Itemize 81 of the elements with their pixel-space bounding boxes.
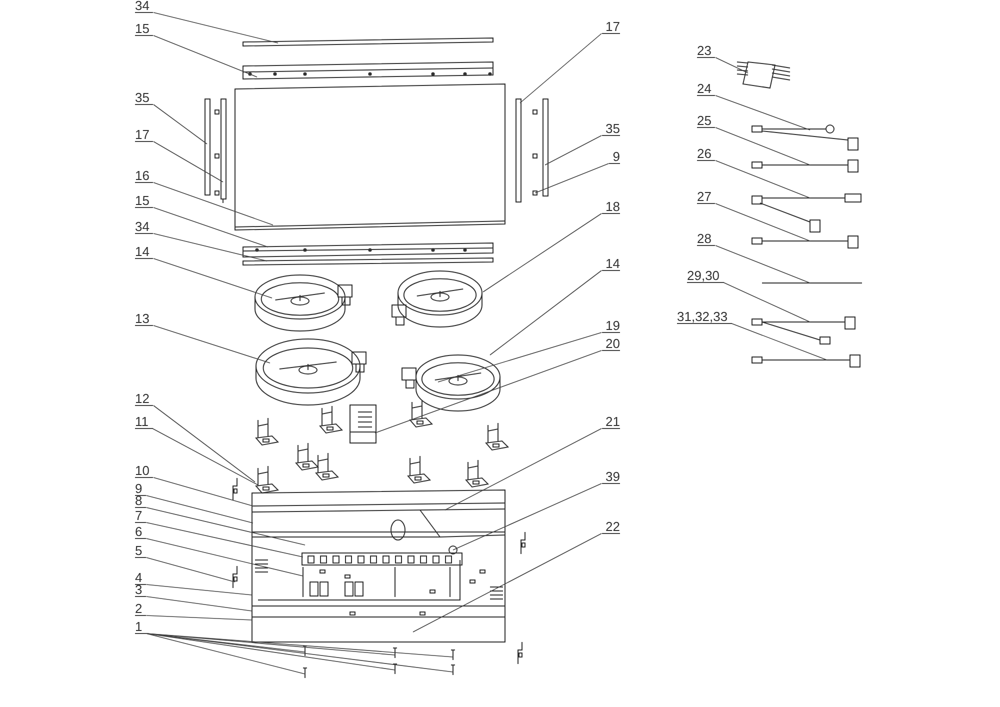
leader-line [444,428,602,510]
callout-number: 11 [135,416,152,429]
callout-number: 28 [697,233,716,246]
leader-line [153,182,274,226]
leader-line [146,615,252,620]
leader-line [715,245,810,284]
callout-number: 35 [602,123,620,136]
callout-number: 22 [602,521,620,534]
leader-line [715,160,810,198]
callout-number: 13 [135,313,154,326]
leader-line [146,633,454,658]
callout-number: 17 [135,129,154,142]
leader-line [153,233,268,262]
leader-line [438,332,602,382]
leader-line [146,538,304,576]
callout-number: 18 [602,201,620,214]
leader-line [715,95,810,130]
callout-number: 16 [135,170,154,183]
callout-number: 9 [135,483,146,496]
callout-number: 31,32,33 [677,311,732,324]
leader-line [723,282,810,322]
leader-line [715,203,810,242]
callout-number: 9 [608,151,620,164]
callout-number: 29,30 [687,270,724,283]
callout-number: 6 [135,526,146,539]
leader-line [153,12,278,44]
leader-line [520,33,602,104]
leader-line [544,135,602,166]
callout-number: 3 [135,584,146,597]
callout-number: 19 [602,320,620,333]
callout-number: 4 [135,572,146,585]
leader-line [715,127,810,166]
callout-number: 24 [697,83,716,96]
callout-number: 27 [697,191,716,204]
callout-number: 34 [135,0,154,13]
callout-number: 2 [135,603,146,616]
callout-number: 12 [135,393,154,406]
callout-number: 14 [602,258,620,271]
leader-line [146,495,254,524]
leader-line [146,633,306,674]
callout-number: 23 [697,45,716,58]
leader-line [153,207,268,248]
leader-line [152,428,258,486]
callout-number: 21 [602,416,620,429]
leader-line [146,584,252,596]
leader-line [146,633,454,672]
leader-line [146,633,396,670]
callout-number: 15 [135,23,154,36]
callout-number: 35 [135,92,154,105]
callout-number: 34 [135,221,154,234]
leader-line [153,477,254,506]
leader-line [146,522,304,558]
leader-line [146,596,252,612]
callout-number: 26 [697,148,716,161]
callout-number: 1 [135,621,146,634]
leader-line [731,323,828,360]
callout-number: 25 [697,115,716,128]
leader-line [153,258,272,298]
leader-line [146,557,236,582]
leader-line [412,533,602,632]
leader-line [534,163,610,194]
callout-number: 39 [602,471,620,484]
callout-number: 10 [135,465,154,478]
callout-number: 14 [135,246,154,259]
leader-line [153,104,208,144]
callout-number: 8 [135,495,146,508]
callout-number: 5 [135,545,146,558]
leader-line [482,213,602,292]
leader-line [374,350,602,434]
callout-number: 17 [602,21,620,34]
leader-line [153,35,258,78]
callout-number: 15 [135,195,154,208]
leader-line [153,141,224,182]
leader-line [153,325,270,364]
callout-number: 20 [602,338,620,351]
leader-line [490,270,602,356]
leader-line [146,507,306,546]
leader-line [452,483,602,550]
leader-line [715,57,748,74]
callout-number: 7 [135,510,146,523]
leader-line [153,405,256,482]
